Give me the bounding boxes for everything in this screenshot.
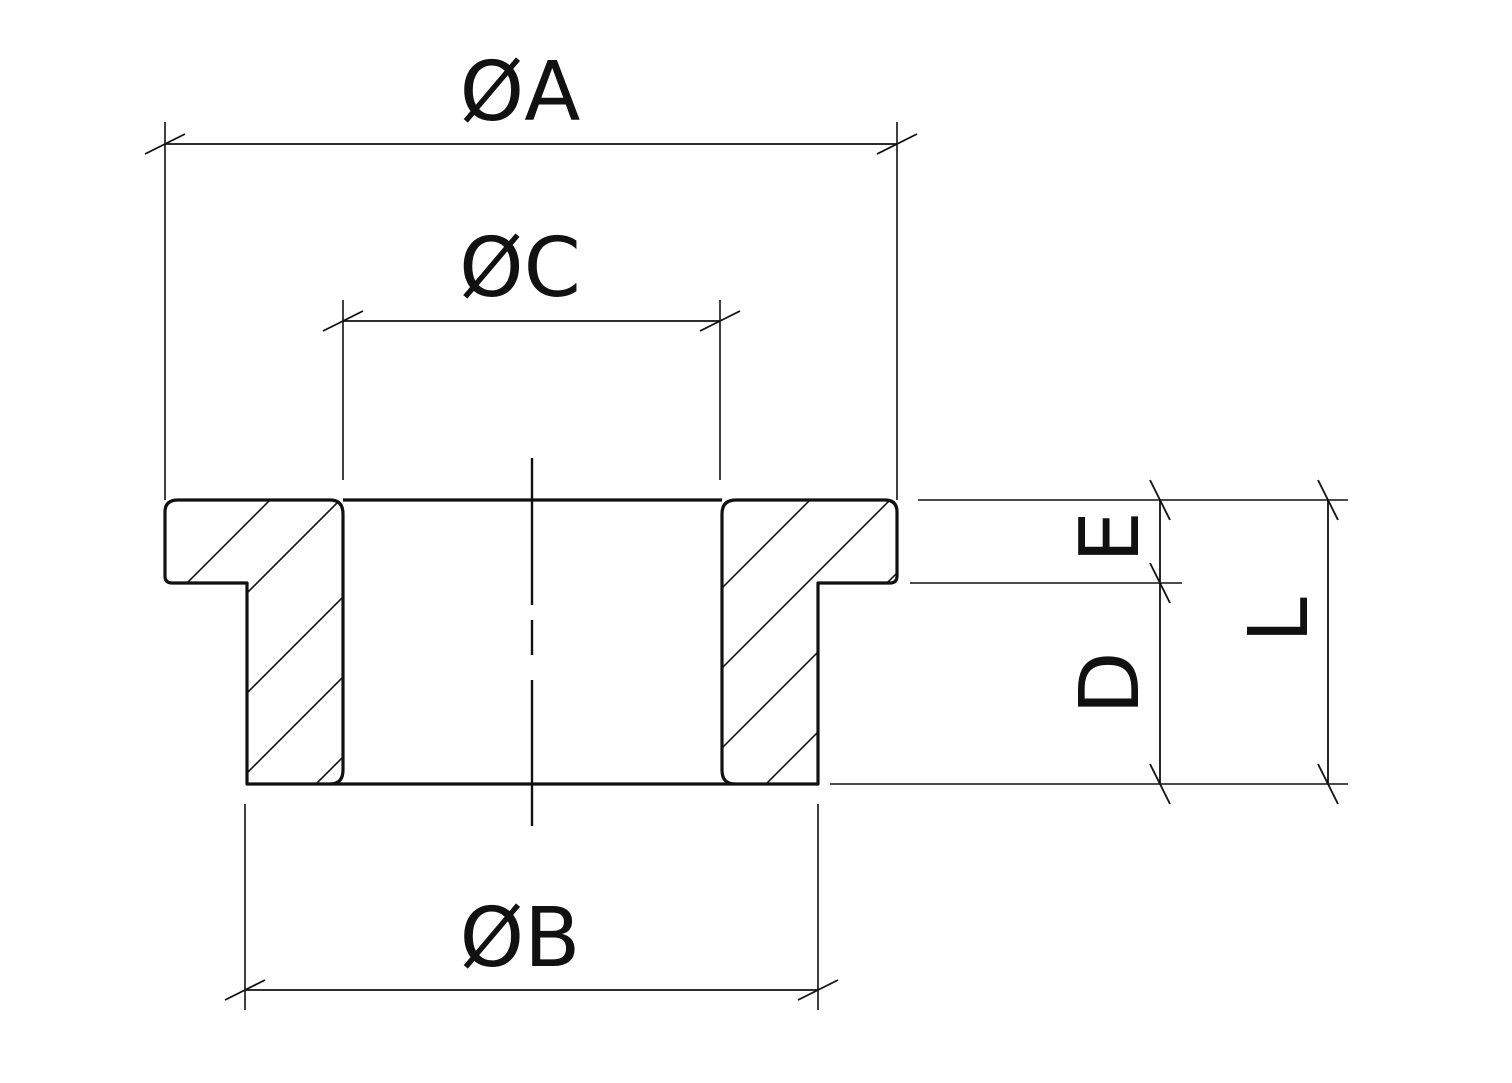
dimension-l	[1317, 479, 1339, 805]
dim-a-label: ØA	[460, 45, 581, 140]
dim-d-label: D	[1063, 651, 1158, 714]
dim-c-label: ØC	[459, 221, 581, 316]
left-wall-hatching	[165, 500, 343, 784]
dim-l-label: L	[1232, 597, 1327, 643]
dimension-b	[224, 979, 839, 1001]
extension-lines	[164, 122, 1348, 1010]
dim-e-label: E	[1063, 511, 1158, 563]
left-wall-outline	[163, 498, 345, 786]
dimension-e-d	[1149, 479, 1171, 805]
right-wall-hatching	[722, 500, 897, 784]
dimension-a	[144, 133, 918, 155]
right-wall-outline	[720, 498, 899, 786]
dimension-c	[322, 310, 741, 332]
dim-b-label: ØB	[460, 891, 581, 986]
